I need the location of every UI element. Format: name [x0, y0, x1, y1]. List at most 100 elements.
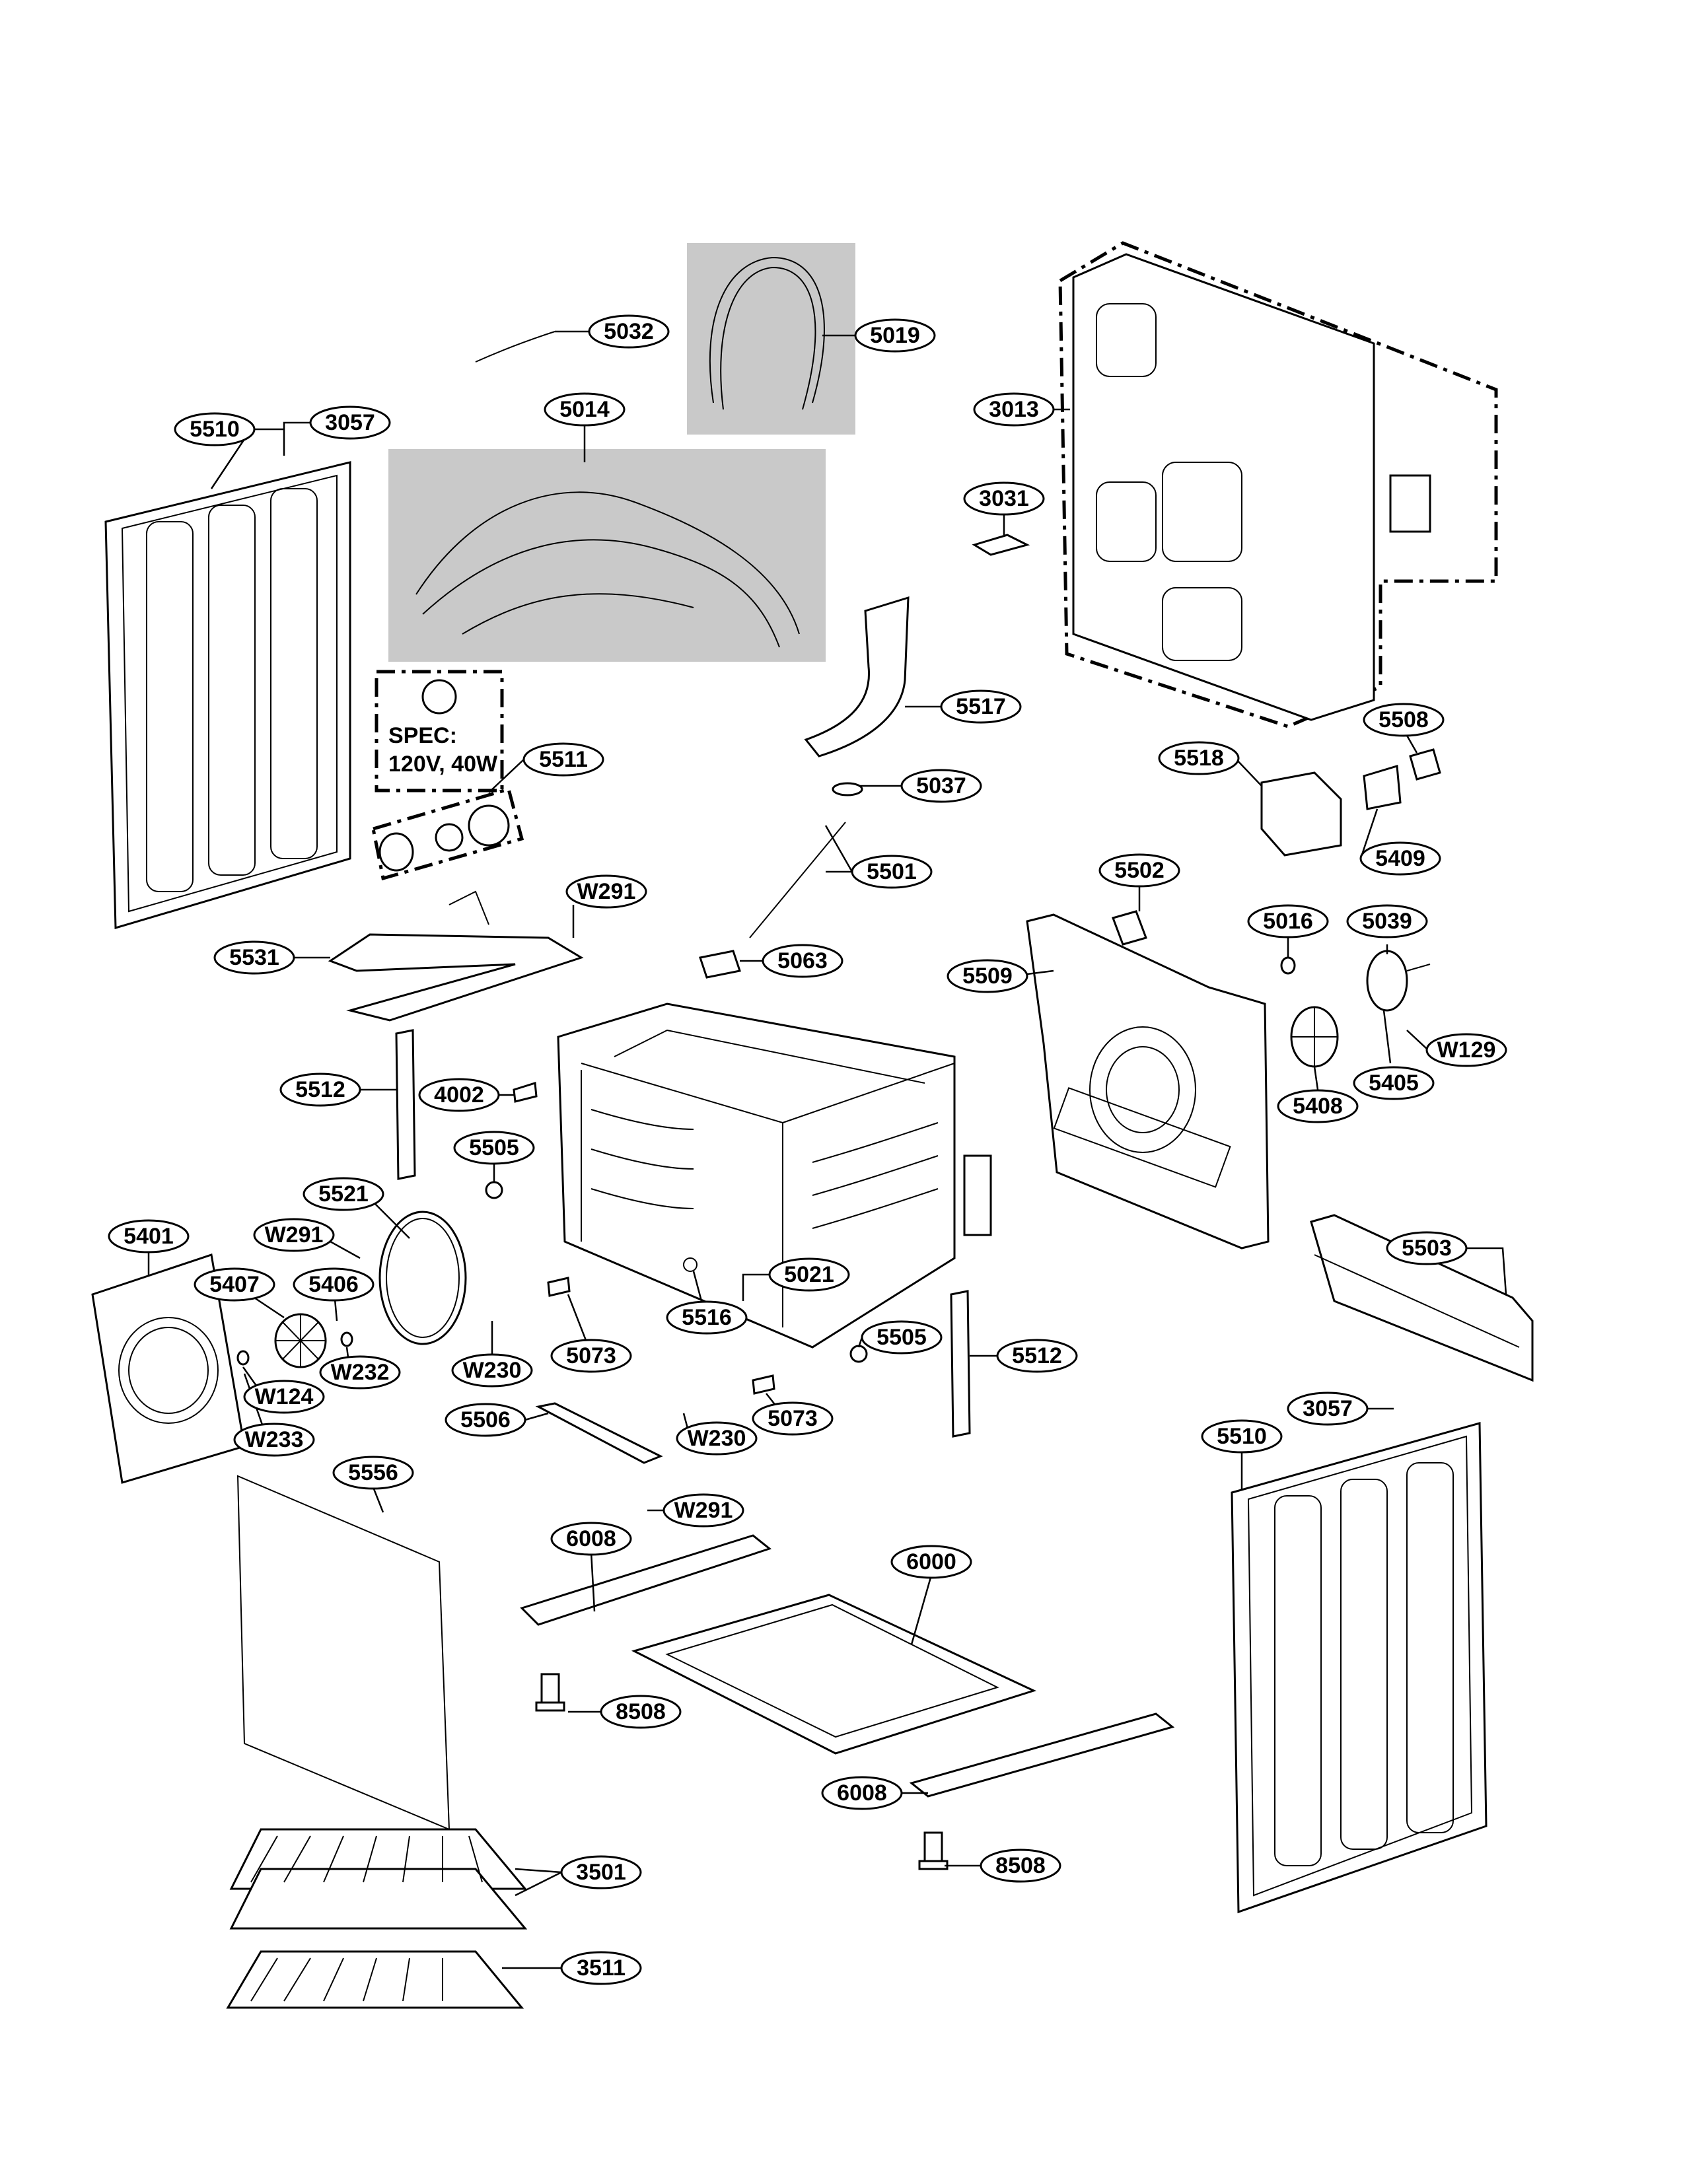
rail-left [395, 1029, 416, 1180]
callout-label: 3501 [576, 1860, 626, 1885]
callout-W291a: W291 [565, 874, 647, 909]
callout-5014: 5014 [544, 392, 626, 427]
rail-6008-lower [909, 1712, 1175, 1798]
callout-label: W233 [245, 1427, 304, 1452]
bracket-5073a [547, 1277, 571, 1297]
callout-3031: 3031 [963, 481, 1045, 516]
callout-5505b: 5505 [861, 1320, 943, 1355]
callout-label: W232 [331, 1360, 390, 1385]
callout-W291c: W291 [663, 1493, 744, 1528]
callout-label: 8508 [995, 1853, 1046, 1878]
callout-label: 3511 [577, 1955, 626, 1981]
bottom-panel-6000 [631, 1594, 1037, 1755]
callout-5505a: 5505 [453, 1131, 535, 1165]
callout-5506: 5506 [445, 1403, 526, 1437]
callout-8508b: 8508 [980, 1849, 1061, 1883]
callout-5073a: 5073 [550, 1339, 632, 1373]
callout-label: 5517 [956, 694, 1006, 719]
callout-5407: 5407 [194, 1267, 275, 1302]
callout-label: 5408 [1293, 1094, 1343, 1119]
callout-label: 5073 [768, 1406, 818, 1431]
callout-label: 5531 [229, 945, 279, 970]
callout-4002: 4002 [418, 1078, 500, 1112]
bracket-5508 [1409, 748, 1441, 781]
callout-5019: 5019 [854, 318, 936, 353]
callout-label: 5021 [784, 1262, 834, 1287]
rail-6008-upper [520, 1534, 772, 1626]
callout-5409: 5409 [1359, 841, 1441, 876]
broil-element [328, 933, 584, 1022]
callout-W232: W232 [319, 1355, 401, 1390]
bracket-5073b [752, 1374, 775, 1395]
callout-5531: 5531 [213, 940, 295, 975]
fan-motor [1290, 950, 1431, 1068]
callout-label: 5063 [777, 948, 828, 973]
callout-3057a: 3057 [309, 405, 391, 440]
callout-5511: 5511 [522, 742, 604, 777]
callout-label: 5032 [604, 319, 654, 344]
side-panel-left [104, 461, 351, 929]
callout-label: W129 [1437, 1038, 1496, 1063]
callout-5039: 5039 [1346, 904, 1428, 938]
callout-5063: 5063 [762, 944, 843, 978]
callout-3013: 3013 [973, 392, 1055, 427]
callout-5556: 5556 [332, 1456, 414, 1490]
callout-6008a: 6008 [550, 1522, 632, 1556]
rod-5501 [749, 822, 846, 938]
callout-label: 5518 [1174, 746, 1224, 771]
callout-label: 5502 [1114, 858, 1165, 883]
callout-label: 5505 [877, 1325, 927, 1350]
nut-w232 [340, 1331, 353, 1347]
convection-element [378, 1211, 467, 1345]
callout-5508: 5508 [1363, 703, 1445, 737]
callout-label: 5014 [559, 397, 610, 422]
oven-racks [229, 1828, 528, 1930]
callout-label: 5039 [1362, 909, 1412, 934]
rear-wall [1026, 913, 1270, 1250]
callout-label: 5405 [1369, 1071, 1419, 1096]
callout-5501: 5501 [851, 855, 933, 889]
callout-W233: W233 [233, 1423, 315, 1457]
callout-label: W230 [688, 1426, 746, 1451]
callout-label: W124 [255, 1384, 314, 1409]
callout-W129: W129 [1425, 1033, 1507, 1067]
spec-line-1: SPEC: [388, 723, 457, 748]
rear-cover [1058, 241, 1498, 728]
side-panel-right [1231, 1422, 1488, 1914]
switch-5502 [1112, 910, 1147, 946]
callout-label: 5505 [469, 1135, 519, 1160]
callout-3057b: 3057 [1287, 1391, 1369, 1426]
callout-label: W291 [577, 879, 636, 904]
bulb-spec-box: SPEC: 120V, 40W [375, 670, 504, 793]
wire-5032 [475, 331, 556, 363]
callout-5516: 5516 [666, 1300, 748, 1335]
bracket-5518 [1260, 771, 1342, 857]
callout-5503: 5503 [1386, 1231, 1468, 1265]
callout-5073b: 5073 [752, 1401, 834, 1436]
rail-right [950, 1290, 971, 1438]
callout-5512b: 5512 [996, 1339, 1078, 1373]
callout-5021: 5021 [768, 1257, 850, 1292]
callout-label: 5510 [1217, 1424, 1267, 1449]
callout-label: 8508 [616, 1699, 666, 1724]
convection-element-inner [386, 1218, 460, 1338]
callout-label: 5512 [295, 1077, 345, 1102]
callout-label: 3031 [979, 486, 1029, 511]
callout-label: 5401 [124, 1224, 174, 1249]
gasket-5556 [236, 1475, 450, 1831]
callout-5408: 5408 [1277, 1089, 1359, 1123]
callout-label: 5516 [682, 1305, 732, 1330]
callout-label: 6008 [837, 1780, 887, 1806]
strap-5517 [804, 596, 910, 757]
callout-label: 3057 [1303, 1396, 1353, 1421]
callout-W124: W124 [243, 1380, 325, 1414]
callout-5510b: 5510 [1201, 1419, 1283, 1454]
lamp-assembly [371, 787, 524, 881]
callout-label: 5501 [867, 859, 917, 884]
callout-label: 5073 [566, 1343, 616, 1368]
callout-label: 6008 [566, 1526, 616, 1551]
callout-label: 5407 [209, 1272, 260, 1297]
callout-5406: 5406 [293, 1267, 375, 1302]
callout-label: 5409 [1375, 846, 1425, 871]
bracket-3031 [972, 534, 1030, 556]
